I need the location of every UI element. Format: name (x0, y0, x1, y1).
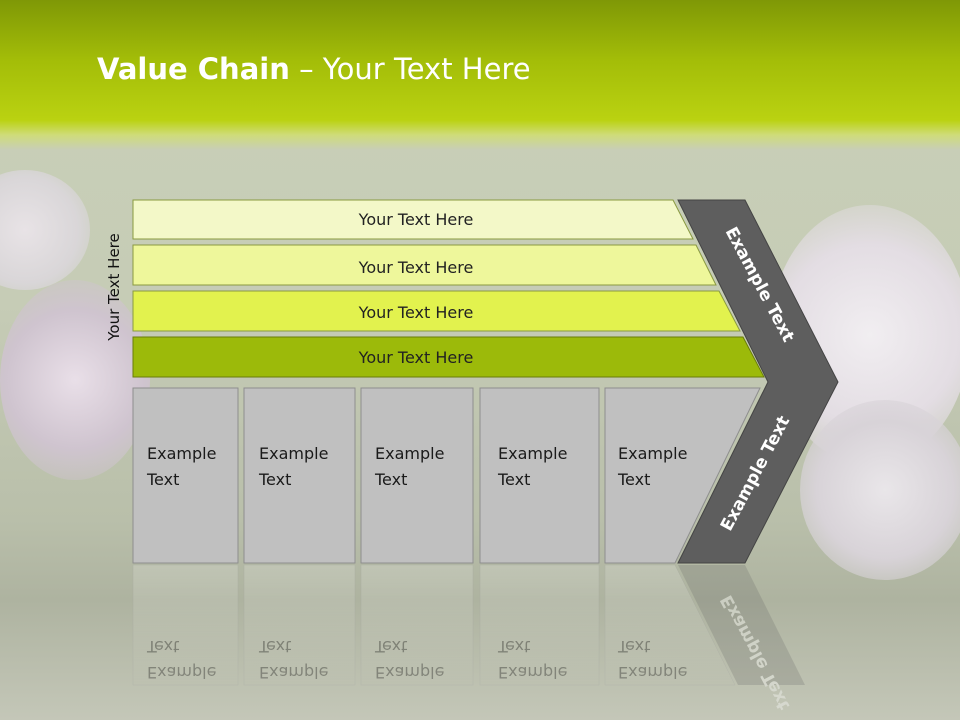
row-2: Your Text Here (132, 244, 717, 286)
reflection-box-4-line2: Text (497, 637, 530, 656)
row-3-label: Your Text Here (358, 303, 474, 322)
row-1: Your Text Here (132, 199, 694, 240)
title-rest: – Your Text Here (289, 52, 531, 86)
row-4-label: Your Text Here (358, 348, 474, 367)
reflection-box-4-line1: Example (498, 663, 567, 682)
reflection-box-2-line2: Text (258, 637, 291, 656)
box-4-shape (479, 387, 600, 564)
box-5-shape (604, 387, 761, 564)
box-3-shape (360, 387, 474, 564)
box-2: Example Text (243, 387, 356, 564)
box-3-line2: Text (374, 470, 407, 489)
reflection: Example Text Example Text Example Text E… (132, 564, 805, 713)
box-5-line2: Text (617, 470, 650, 489)
reflection-box-1 (132, 564, 239, 686)
title-bold: Value Chain (97, 52, 290, 86)
reflection-chevron (678, 565, 805, 685)
reflection-box-5-line2: Text (617, 637, 650, 656)
orchid-petal-left-lower (0, 280, 150, 480)
slide-title: Value Chain – Your Text Here (97, 52, 531, 86)
box-4-line2: Text (497, 470, 530, 489)
row-3: Your Text Here (132, 290, 741, 332)
header-band (0, 0, 960, 150)
reflection-box-1-line1: Example (147, 663, 216, 682)
reflection-box-2 (243, 564, 356, 686)
box-5-line1: Example (618, 444, 687, 463)
reflection-box-3-line2: Text (374, 637, 407, 656)
box-5: Example Text (604, 387, 761, 564)
row-3-shape (132, 290, 741, 332)
reflection-box-3-line1: Example (375, 663, 444, 682)
reflection-box-1-line2: Text (146, 637, 179, 656)
row-4: Your Text Here (132, 336, 765, 378)
box-4: Example Text (479, 387, 600, 564)
box-4-line1: Example (498, 444, 567, 463)
reflection-box-5-line1: Example (618, 663, 687, 682)
row-1-label: Your Text Here (358, 210, 474, 229)
box-1-line1: Example (147, 444, 216, 463)
box-3-line1: Example (375, 444, 444, 463)
row-1-shape (132, 199, 694, 240)
reflection-box-2-line1: Example (259, 663, 328, 682)
box-1-line2: Text (146, 470, 179, 489)
row-4-shape (132, 336, 765, 378)
box-2-line1: Example (259, 444, 328, 463)
row-2-shape (132, 244, 717, 286)
box-2-shape (243, 387, 356, 564)
row-2-label: Your Text Here (358, 258, 474, 277)
box-3: Example Text (360, 387, 474, 564)
reflection-box-5 (604, 564, 736, 686)
box-2-line2: Text (258, 470, 291, 489)
reflection-box-4 (479, 564, 600, 686)
reflection-box-3 (360, 564, 474, 686)
chevron-shape (677, 199, 839, 564)
box-1: Example Text (132, 387, 239, 564)
orchid-petal-right-lower (800, 400, 960, 580)
box-1-shape (132, 387, 239, 564)
